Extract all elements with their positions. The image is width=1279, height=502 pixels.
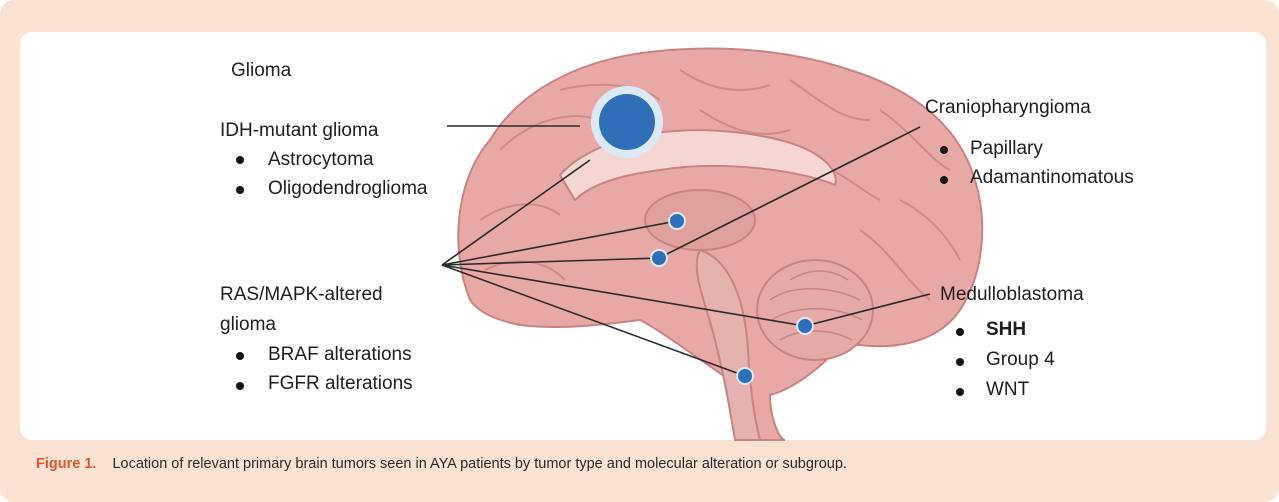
medullo-item: Group 4	[986, 349, 1055, 371]
bullet-icon	[940, 146, 948, 154]
caption-label: Figure 1.	[36, 456, 96, 472]
tumor-marker-icon	[669, 213, 685, 229]
caption-text: Location of relevant primary brain tumor…	[112, 456, 847, 472]
cerebellum	[757, 260, 873, 360]
figure-caption: Figure 1. Location of relevant primary br…	[36, 456, 847, 472]
ras-title-line2: glioma	[220, 314, 276, 336]
tumor-marker-icon	[797, 318, 813, 334]
tumor-marker-icon	[599, 94, 655, 150]
idh-item: Astrocytoma	[268, 149, 374, 171]
idh-title: IDH-mutant glioma	[220, 120, 378, 142]
cranio-item: Papillary	[970, 138, 1043, 160]
bullet-icon	[236, 352, 244, 360]
medullo-title: Medulloblastoma	[940, 284, 1084, 306]
thalamus	[645, 190, 755, 250]
bullet-icon	[956, 388, 964, 396]
bullet-icon	[236, 186, 244, 194]
ras-item: FGFR alterations	[268, 373, 413, 395]
medullo-item: WNT	[986, 379, 1029, 401]
bullet-icon	[940, 176, 948, 184]
bullet-icon	[956, 328, 964, 336]
bullet-icon	[236, 382, 244, 390]
ras-title-line1: RAS/MAPK-altered	[220, 284, 383, 306]
glioma-header: Glioma	[231, 60, 291, 82]
medullo-item-shh: SHH	[986, 319, 1026, 341]
tumor-marker-icon	[737, 368, 753, 384]
ras-item: BRAF alterations	[268, 344, 412, 366]
idh-item: Oligodendroglioma	[268, 178, 428, 200]
bullet-icon	[956, 358, 964, 366]
tumor-marker-icon	[651, 250, 667, 266]
cranio-item: Adamantinomatous	[970, 167, 1134, 189]
cranio-title: Craniopharyngioma	[925, 97, 1091, 119]
bullet-icon	[236, 156, 244, 164]
